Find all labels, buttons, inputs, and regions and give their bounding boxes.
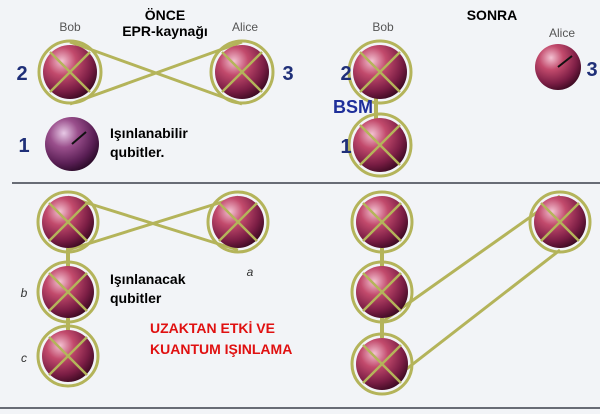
qubit-3-after — [535, 44, 581, 90]
entanglement-link — [381, 248, 561, 390]
entanglement-ring — [347, 39, 413, 105]
entanglement-cross — [48, 202, 88, 242]
spin-arrow-icon — [557, 55, 573, 68]
entanglement-cross — [362, 272, 402, 312]
qubit-number-2: 2 — [16, 63, 27, 85]
entanglement-chain-left — [36, 190, 270, 388]
entanglement-link — [69, 40, 243, 106]
entanglement-ring — [350, 332, 414, 396]
alice-label-before: Alice — [232, 20, 258, 34]
qubit-label-a: a — [247, 265, 254, 279]
qubit-number-1-after: 1 — [340, 136, 351, 158]
entanglement-cross — [362, 202, 402, 242]
entanglement-cross — [48, 272, 88, 312]
entanglement-cross — [359, 124, 401, 166]
title-after: SONRA — [467, 7, 518, 23]
entanglement-ring — [36, 190, 100, 254]
entanglement-ring — [37, 39, 103, 105]
entanglement-cross — [359, 51, 401, 93]
title-before-line2: EPR-kaynağı — [122, 23, 208, 39]
bsm-label: BSM — [333, 97, 373, 117]
entanglement-link — [67, 195, 239, 252]
entanglement-ring — [350, 190, 414, 254]
caption-line2: KUANTUM IŞINLAMA — [150, 341, 292, 357]
qubit-number-3-after: 3 — [586, 59, 597, 81]
entanglement-ring — [206, 190, 270, 254]
bob-label-after: Bob — [372, 20, 394, 34]
to-teleport-note-line1: Işınlanacak — [110, 271, 186, 287]
qubit-label-b: b — [21, 286, 28, 300]
entanglement-ring — [528, 190, 592, 254]
entanglement-ring — [209, 39, 275, 105]
to-teleport-note-line2: qubitler — [110, 290, 162, 306]
teleportable-note-line1: Işınlanabilir — [110, 125, 188, 141]
entanglement-cross — [221, 51, 263, 93]
qubit-number-3: 3 — [282, 63, 293, 85]
entanglement-ring — [36, 324, 100, 388]
spin-arrow-icon — [71, 131, 87, 145]
epr-pair-before — [37, 39, 275, 106]
entanglement-chain-right — [350, 190, 592, 396]
entanglement-cross — [362, 344, 402, 384]
entanglement-cross — [218, 202, 258, 242]
entanglement-cross — [49, 51, 91, 93]
bsm-pair-after — [347, 39, 413, 178]
qubit-number-1: 1 — [18, 135, 29, 157]
entanglement-cross — [48, 336, 88, 376]
alice-label-after: Alice — [549, 26, 575, 40]
qubit-1-before — [45, 117, 99, 171]
qubit-number-2-after: 2 — [340, 63, 351, 85]
caption-line1: UZAKTAN ETKİ VE — [150, 320, 275, 336]
title-before-line1: ÖNCE — [145, 7, 185, 23]
entanglement-ring — [347, 112, 413, 178]
qubit-label-c: c — [21, 351, 27, 365]
bob-label-before: Bob — [59, 20, 81, 34]
entanglement-ring — [36, 260, 100, 324]
teleportable-note-line2: qubitler. — [110, 144, 164, 160]
entanglement-cross — [540, 202, 580, 242]
entanglement-ring — [350, 260, 414, 324]
